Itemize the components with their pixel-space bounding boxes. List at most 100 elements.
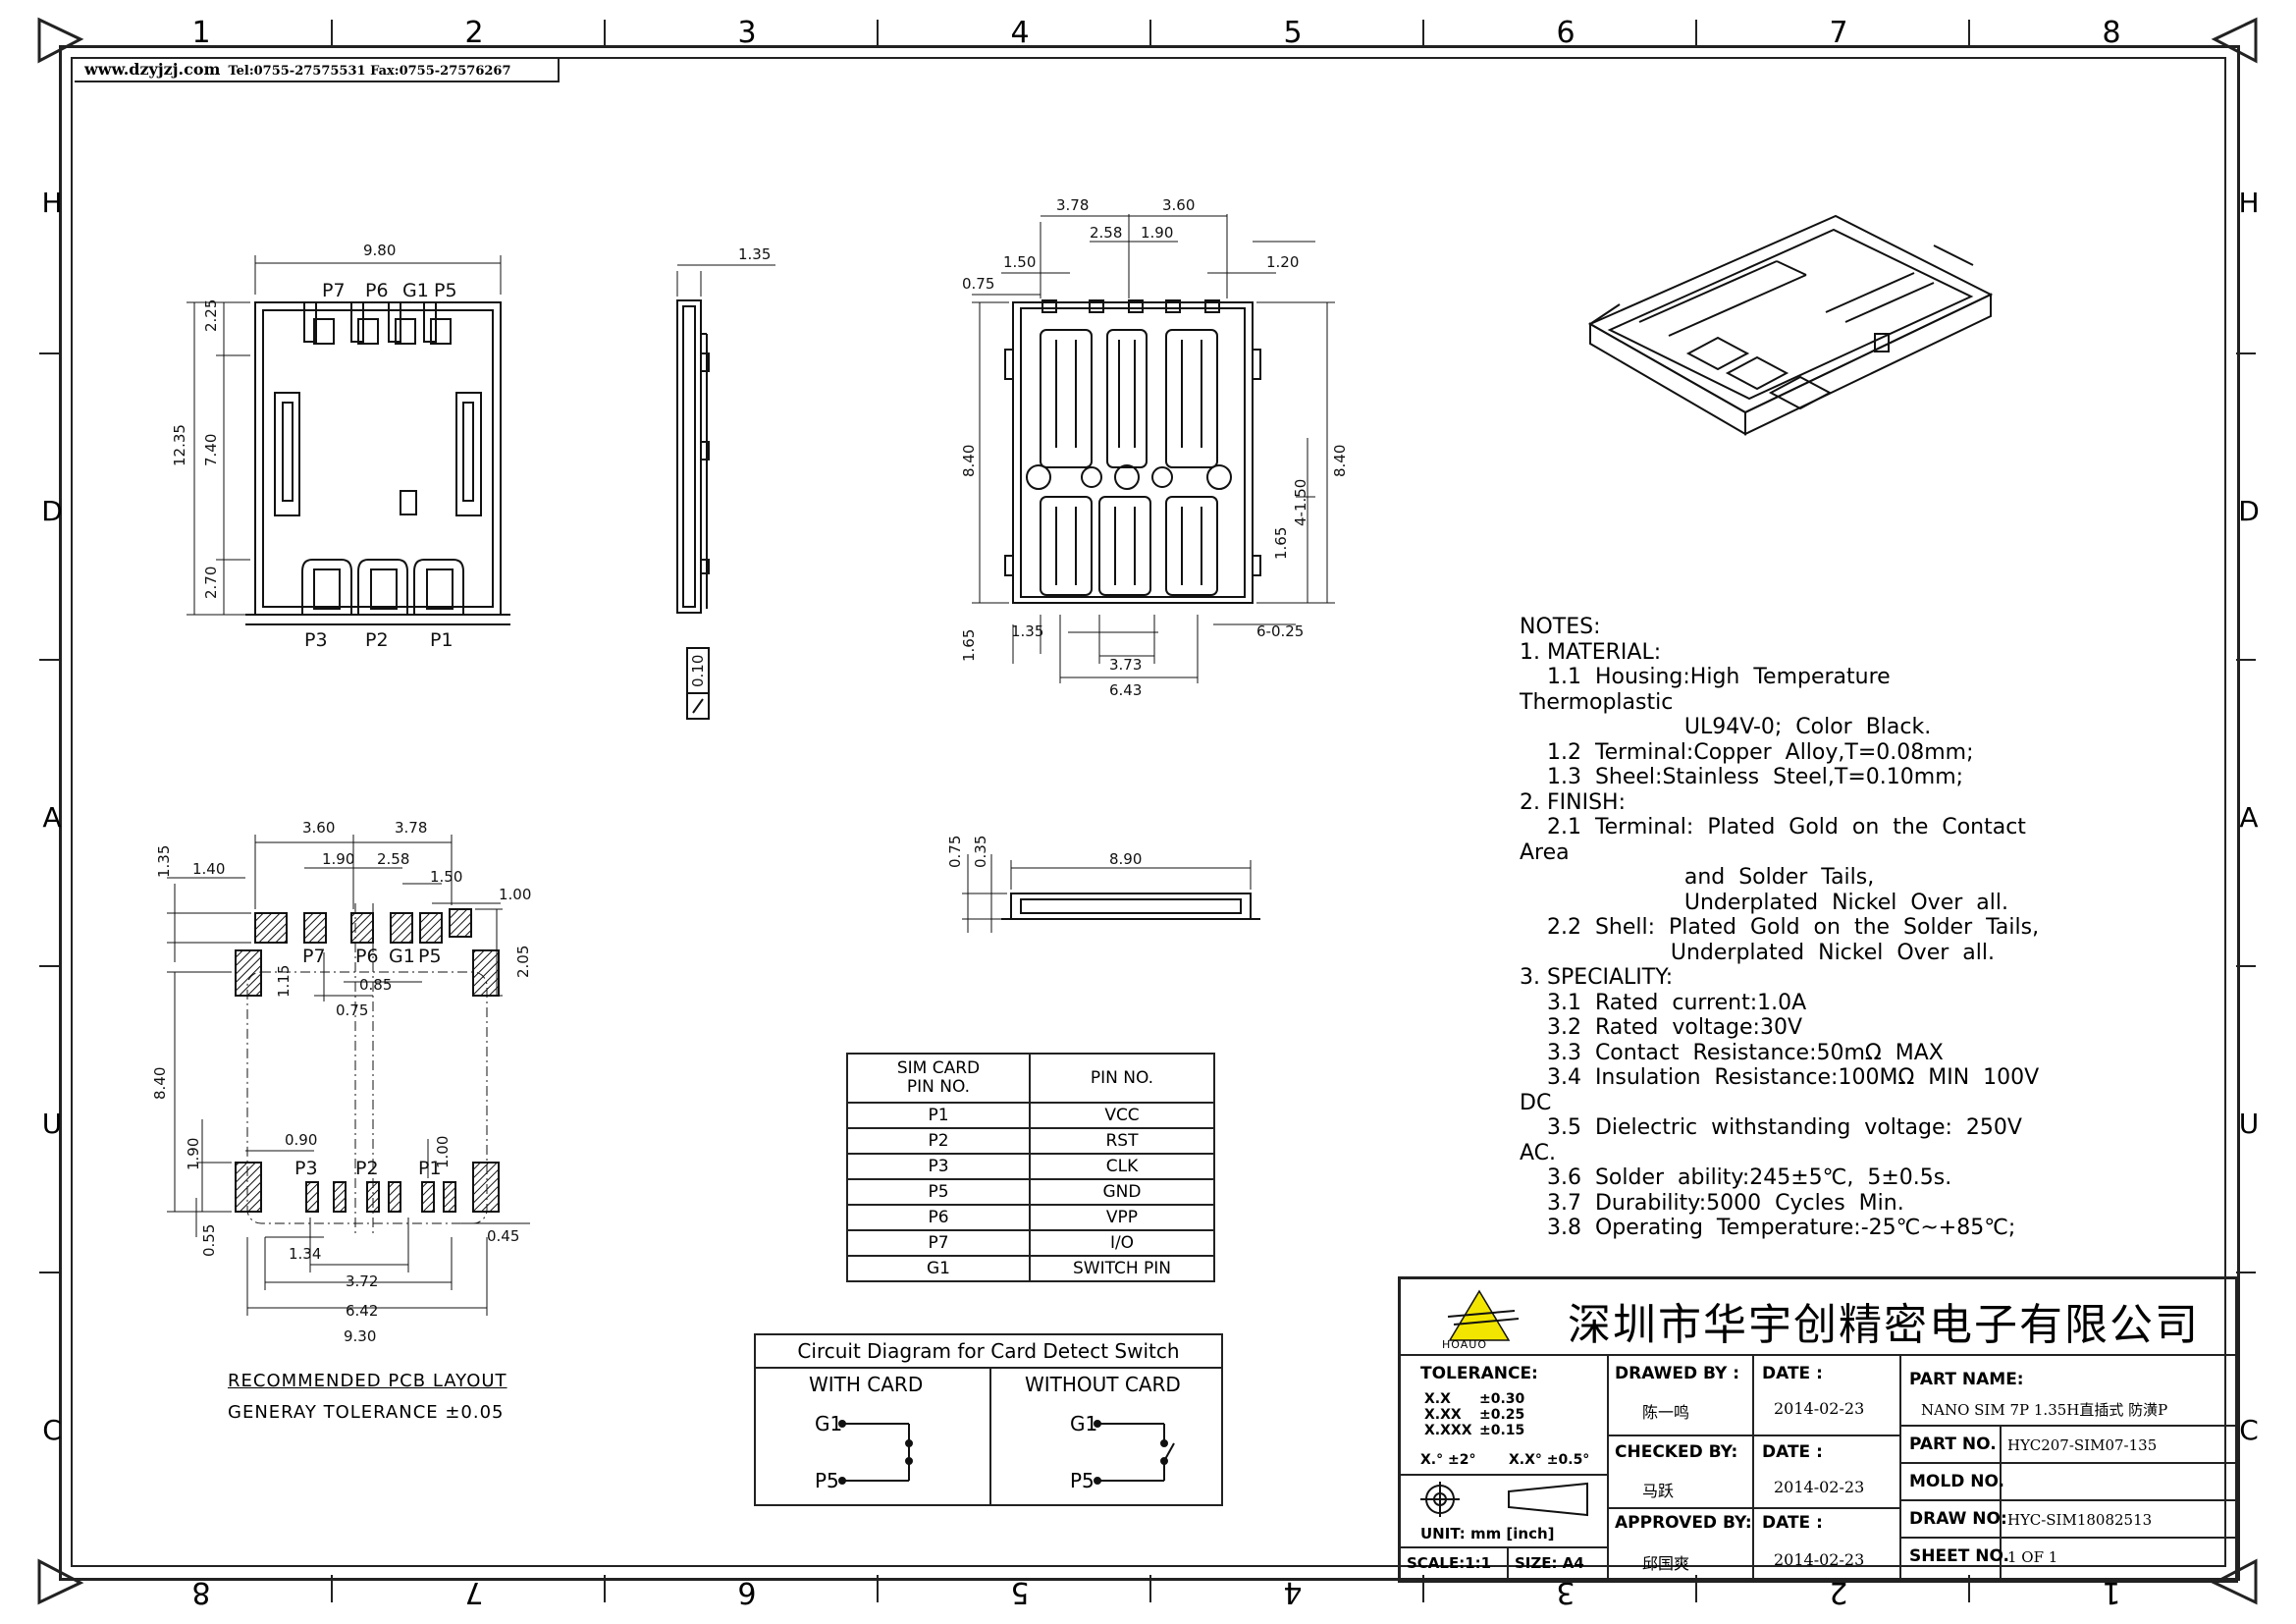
pin-label: G1 — [402, 280, 429, 301]
side-view-drawing: 1.35 0.10 — [676, 245, 775, 720]
tol-angle-2: X.X° ±0.5° — [1509, 1452, 1590, 1468]
drawn-by-name: 陈一鸣 — [1642, 1403, 1690, 1422]
dim-height-total: 12.35 — [171, 424, 188, 466]
sim-pin: P7 — [846, 1229, 1031, 1257]
column-number: 5 — [1010, 1575, 1030, 1609]
row-letter: C — [42, 1414, 62, 1446]
column-number: 6 — [737, 1575, 757, 1609]
dim-top-e: 1.50 — [1003, 253, 1036, 271]
corner-arrow-bl — [37, 1558, 84, 1605]
pcb-pin-label: P3 — [294, 1158, 318, 1179]
tolerance-label: TOLERANCE: — [1420, 1364, 1538, 1383]
pcb-layout-drawing: 3.60 3.78 1.40 1.90 2.58 1.35 1.50 1.00 … — [151, 819, 532, 1345]
pcb-pin-label: P5 — [418, 946, 442, 967]
p5-label: P5 — [815, 1469, 839, 1492]
sim-pin: P3 — [846, 1153, 1031, 1180]
pcb-dim: 1.00 — [434, 1136, 452, 1168]
dim-top-d: 1.90 — [1141, 224, 1173, 242]
pin-function: VPP — [1029, 1204, 1215, 1231]
pin-function: GND — [1029, 1178, 1215, 1206]
notes-block: NOTES: 1. MATERIAL: 1.1 Housing:High Tem… — [1520, 615, 2040, 1240]
checked-by-name: 马跃 — [1642, 1482, 1675, 1500]
company-name: 深圳市华宇创精密电子有限公司 — [1568, 1300, 2200, 1350]
dim-front-h2: 0.35 — [972, 836, 989, 868]
pcb-dim: 2.05 — [514, 946, 532, 978]
dim-top-b: 3.60 — [1162, 196, 1195, 214]
drawing-frame-inner — [71, 57, 2226, 1567]
pcb-dim: 0.75 — [336, 1001, 368, 1019]
dim-right-a: 4-1.50 — [1292, 479, 1309, 526]
sim-pin: P6 — [846, 1204, 1031, 1231]
dim-top-c: 2.58 — [1090, 224, 1122, 242]
pin-function: RST — [1029, 1127, 1215, 1155]
pcb-pin-label: G1 — [389, 946, 415, 967]
dim-thickness: 1.35 — [738, 245, 771, 263]
dim-width: 9.80 — [363, 242, 396, 259]
pcb-pin-label: P7 — [302, 946, 326, 967]
pcb-dim: 0.90 — [285, 1131, 317, 1149]
checked-by-label: CHECKED BY: — [1615, 1442, 1738, 1462]
circuit-divider — [989, 1367, 991, 1504]
column-number: 8 — [191, 1575, 211, 1609]
column-number: 2 — [464, 16, 484, 50]
dim-top-g: 1.20 — [1266, 253, 1299, 271]
pcb-dim: 1.34 — [289, 1245, 321, 1263]
size-label: SIZE: A4 — [1515, 1554, 1584, 1572]
row-divider — [1609, 1435, 1901, 1436]
part-no: HYC207-SIM07-135 — [2007, 1436, 2158, 1454]
pin-function: VCC — [1029, 1102, 1215, 1129]
title-block: HOAUO 深圳市华宇创精密电子有限公司 TOLERANCE: X.X ±0.3… — [1398, 1276, 2238, 1583]
row-letter: U — [2238, 1108, 2260, 1140]
corner-arrow-tr — [2211, 17, 2258, 64]
drawn-by-label: DRAWED BY : — [1615, 1364, 1740, 1383]
website-url[interactable]: www.dzyjzj.com — [84, 60, 221, 79]
dim-top-f: 0.75 — [962, 275, 994, 293]
header-line: SIM CARD — [896, 1058, 981, 1078]
pcb-pin-label: P2 — [355, 1158, 379, 1179]
dim-right-h: 8.40 — [1331, 445, 1349, 477]
date-label: DATE : — [1762, 1442, 1823, 1462]
dim-left-h: 8.40 — [962, 445, 978, 477]
pcb-dim: 3.72 — [346, 1272, 378, 1290]
pcb-dim: 1.35 — [155, 845, 173, 878]
tol-xxx-val: ±0.15 — [1479, 1423, 1525, 1438]
part-name-label: PART NAME: — [1909, 1370, 2024, 1389]
column-number: 4 — [1283, 1575, 1303, 1609]
circuit-switch-symbols — [838, 1420, 1175, 1485]
circuit-diagram: Circuit Diagram for Card Detect Switch W… — [754, 1333, 1223, 1506]
pin-label: P2 — [365, 629, 389, 648]
dim-front-width: 8.90 — [1109, 850, 1142, 868]
dim-left-b: 1.65 — [962, 629, 978, 662]
sheet-no: 1 OF 1 — [2007, 1548, 2058, 1566]
scale-label: SCALE:1:1 — [1407, 1554, 1492, 1572]
isometric-view-drawing — [1587, 214, 1994, 436]
row-divider — [1901, 1425, 2235, 1427]
contact-info: Tel:0755-27575531 Fax:0755-27576267 — [228, 64, 511, 79]
dim-h-top: 2.25 — [202, 299, 220, 332]
date-value: 2014-02-23 — [1774, 1550, 1865, 1569]
pcb-pin-label: P1 — [418, 1158, 442, 1179]
dim-h-mid: 7.40 — [202, 434, 220, 466]
part-no-label: PART NO. — [1909, 1435, 1997, 1454]
row-letter: D — [2238, 495, 2260, 527]
dim-front-h1: 0.75 — [946, 836, 964, 868]
sim-pin: G1 — [846, 1255, 1031, 1282]
p5-label: P5 — [1070, 1469, 1095, 1492]
pin-label: P1 — [430, 629, 454, 648]
pin-label: P3 — [304, 629, 328, 648]
tolerance-column — [1401, 1356, 1609, 1580]
with-card-label: WITH CARD — [809, 1373, 924, 1396]
pcb-dim: 8.40 — [151, 1067, 169, 1100]
header-line: PIN NO. — [906, 1077, 971, 1097]
tol-xx-val: ±0.25 — [1479, 1407, 1525, 1423]
part-name: NANO SIM 7P 1.35H直插式 防潢P — [1921, 1401, 2168, 1419]
row-letter: A — [42, 801, 62, 834]
sheet-no-label: SHEET NO. — [1909, 1546, 2009, 1566]
corner-arrow-tl — [37, 17, 84, 64]
signature-column — [1609, 1356, 1754, 1580]
sim-pin: P1 — [846, 1102, 1031, 1129]
column-number: 5 — [1283, 16, 1303, 50]
top-view-drawing: 9.80 12.35 2.25 7.40 2.70 P7 P6 G1 P5 P3… — [171, 242, 510, 648]
